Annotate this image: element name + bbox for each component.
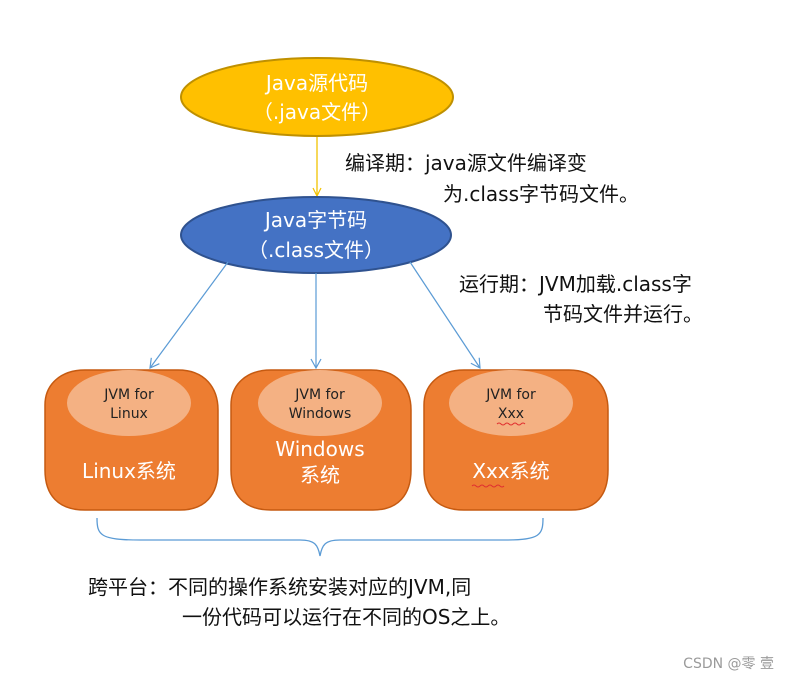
jvm-xxx — [449, 370, 573, 436]
jvm-windows — [258, 370, 382, 436]
os-windows-line2: 系统 — [300, 463, 340, 487]
runtime-note-line1: 运行期：JVM加载.class字 — [459, 272, 692, 296]
os-windows-line1: Windows — [275, 437, 364, 461]
crossplatform-note: 跨平台：不同的操作系统安装对应的JVM,同 一份代码可以运行在不同的OS之上。 — [88, 575, 510, 629]
java-bytecode-subtitle: （.class文件） — [248, 238, 384, 262]
jvm-linux-line2: Linux — [110, 406, 148, 422]
compile-note-line2: 为.class字节码文件。 — [443, 182, 639, 206]
compile-note-line1: 编译期：java源文件编译变 — [345, 151, 587, 175]
jvm-windows-line2: Windows — [289, 406, 352, 422]
jvm-linux — [67, 370, 191, 436]
os-linux-line1: Linux系统 — [82, 459, 176, 483]
arrow-to-linux — [149, 261, 229, 369]
spellcheck-underline-os-xxx — [471, 484, 505, 488]
csdn-watermark: CSDN @零 壹 — [683, 656, 774, 672]
java-bytecode-node: Java字节码 （.class文件） — [180, 196, 452, 274]
java-source-node: Java源代码 （.java文件） — [180, 57, 454, 137]
grouping-brace — [96, 517, 544, 557]
system-xxx: JVM for Xxx Xxx系统 — [423, 369, 609, 511]
crossplatform-note-line1: 跨平台：不同的操作系统安装对应的JVM,同 — [88, 575, 471, 599]
system-linux: JVM for Linux Linux系统 — [44, 369, 219, 511]
spellcheck-underline-jvm-xxx — [496, 422, 526, 426]
arrow-to-xxx — [409, 261, 481, 370]
java-source-title: Java源代码 — [264, 71, 368, 95]
crossplatform-note-line2: 一份代码可以运行在不同的OS之上。 — [182, 605, 510, 629]
jvm-xxx-line1: JVM for — [485, 387, 536, 403]
os-xxx-line1: Xxx系统 — [472, 459, 549, 483]
runtime-note: 运行期：JVM加载.class字 节码文件并运行。 — [459, 272, 703, 326]
compile-note: 编译期：java源文件编译变 为.class字节码文件。 — [345, 151, 639, 206]
jvm-xxx-line2: Xxx — [498, 406, 524, 422]
system-windows: JVM for Windows Windows 系统 — [230, 369, 412, 511]
jvm-linux-line1: JVM for — [103, 387, 154, 403]
jvm-windows-line1: JVM for — [294, 387, 345, 403]
java-source-subtitle: （.java文件） — [253, 100, 381, 124]
java-bytecode-title: Java字节码 — [263, 208, 367, 232]
runtime-note-line2: 节码文件并运行。 — [543, 302, 703, 326]
